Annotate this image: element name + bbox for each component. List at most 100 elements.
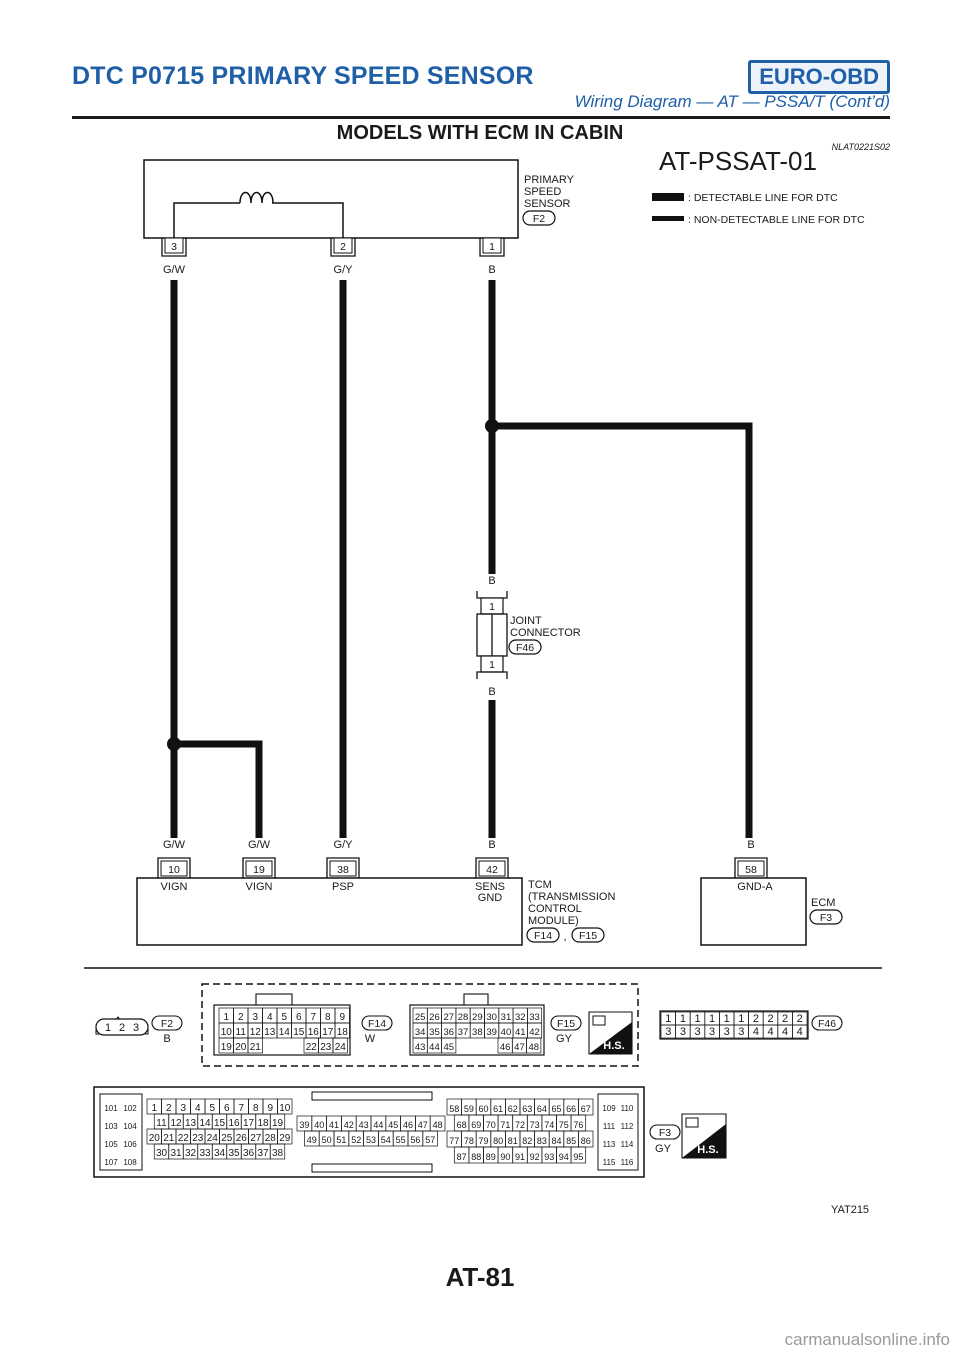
wire-g-w-branch (174, 740, 263, 838)
connector-pin-number: 20 (235, 1042, 247, 1053)
connector-pin-number: 22 (306, 1042, 318, 1053)
connector-pin-number: 88 (471, 1152, 481, 1162)
tcm-pin: 42 (486, 864, 498, 876)
wire-b-ecm-ground (492, 422, 753, 838)
joint-pin-bottom: 1 (489, 659, 495, 671)
connector-pin-number: 27 (250, 1133, 262, 1144)
connector-pin-number: 108 (123, 1158, 137, 1167)
sensor-pin-1: 1 (489, 241, 495, 253)
svg-text:F2: F2 (161, 1018, 173, 1030)
connector-pin-number: 11 (156, 1118, 167, 1129)
connector-pin-number: 19 (221, 1042, 233, 1053)
connector-pin-number: 25 (221, 1133, 233, 1144)
wire-color-label: B (488, 264, 495, 276)
connector-pin-number: 21 (250, 1042, 262, 1053)
connector-pin-number: 107 (104, 1158, 118, 1167)
connector-pin-number: 47 (514, 1042, 525, 1053)
connector-pin-number: 62 (508, 1104, 518, 1114)
connector-pin-number: 39 (486, 1027, 497, 1038)
connector-pin-number: 38 (272, 1148, 284, 1159)
connector-pin-number: 42 (529, 1027, 540, 1038)
tcm-label-line-4: MODULE) (528, 915, 579, 927)
connector-pin-number: 61 (493, 1104, 503, 1114)
connector-pin-number: 50 (322, 1135, 332, 1145)
tcm-terminal-label: VIGN (246, 881, 273, 893)
connector-pin-number: 68 (457, 1120, 467, 1130)
header-rule (72, 116, 890, 119)
hs-badge-label: H.S. (603, 1040, 624, 1052)
wires (170, 280, 753, 838)
ecm-module: B 58 GND-A ECM F3 (700, 839, 843, 946)
connector-pin-number: 69 (471, 1120, 481, 1130)
connector-pin-number: 3 (252, 1012, 258, 1023)
connector-pin-number: 43 (359, 1120, 369, 1130)
connector-pin-number: 46 (403, 1120, 413, 1130)
connector-pin-number: 75 (559, 1120, 569, 1130)
tcm-pin: 19 (253, 864, 265, 876)
legend-detectable-line (652, 193, 684, 201)
connector-pin-number: 84 (551, 1136, 561, 1146)
connector-pin-number: 55 (396, 1135, 406, 1145)
connector-pin-number: 32 (185, 1148, 197, 1159)
harness-side-badge: H.S. (588, 1011, 633, 1055)
connector-pin-number: 17 (243, 1118, 255, 1129)
sensor-pin-2: 2 (340, 241, 346, 253)
connector-pin-number: 12 (170, 1118, 182, 1129)
ecm-connector-label: F3 (820, 912, 832, 924)
tcm-pin: 38 (337, 864, 349, 876)
connector-pin-number: 14 (199, 1118, 211, 1129)
connector-pin-number: 29 (279, 1133, 291, 1144)
diagram-id: AT-PSSAT-01 (659, 146, 817, 176)
connector-pin-number: 28 (265, 1133, 277, 1144)
euro-obd-badge: EURO-OBD (748, 60, 890, 94)
connector-pin-number: 60 (478, 1104, 488, 1114)
connector-pin-number: 3 (694, 1026, 700, 1038)
svg-text:3: 3 (133, 1022, 139, 1034)
connector-pin-number: 1 (223, 1012, 229, 1023)
connector-pin-number: 20 (149, 1133, 161, 1144)
connector-pin-number: 10 (221, 1027, 233, 1038)
connector-pin-number: 114 (621, 1140, 634, 1149)
connector-pin-number: 1 (738, 1013, 744, 1025)
legend-nondetectable-label: : NON-DETECTABLE LINE FOR DTC (688, 214, 865, 226)
connector-pin-number: 37 (257, 1148, 269, 1159)
connector-pin-number: 64 (537, 1104, 547, 1114)
connector-pin-number: 24 (207, 1133, 219, 1144)
connector-pin-number: 33 (199, 1148, 211, 1159)
wire-color-label: G/W (163, 839, 186, 851)
connector-pin-number: 15 (293, 1027, 305, 1038)
connector-pin-number: 32 (515, 1012, 526, 1023)
svg-text:GY: GY (655, 1143, 672, 1155)
harness-side-badge: H.S. (681, 1113, 727, 1159)
connector-pin-number: 25 (415, 1012, 426, 1023)
ecm-pin: 58 (745, 864, 757, 876)
connector-pin-number: 7 (238, 1103, 244, 1114)
connector-pin-number: 43 (415, 1042, 426, 1053)
tcm-terminal-label: PSP (332, 881, 354, 893)
connector-pin-number: 18 (257, 1118, 269, 1129)
page-title: DTC P0715 PRIMARY SPEED SENSOR (72, 62, 534, 90)
connector-pin-number: 73 (530, 1120, 540, 1130)
connector-pin-number: 16 (308, 1027, 320, 1038)
connector-pin-number: 1 (724, 1013, 730, 1025)
connector-pin-number: 13 (264, 1027, 276, 1038)
connector-pin-number: 8 (253, 1103, 259, 1114)
connector-pin-number: 11 (236, 1027, 247, 1038)
connector-pin-number: 13 (185, 1118, 197, 1129)
wire-color-label: G/Y (334, 264, 354, 276)
connector-pin-number: 49 (307, 1135, 317, 1145)
connector-pin-number: 5 (209, 1103, 215, 1114)
connector-pin-number: 21 (163, 1133, 175, 1144)
connector-pin-number: 106 (123, 1140, 137, 1149)
connector-pin-number: 1 (694, 1013, 700, 1025)
connector-pin-number: 39 (299, 1120, 309, 1130)
connector-pin-number: 103 (104, 1122, 118, 1131)
connector-pin-number: 76 (573, 1120, 583, 1130)
connector-pin-number: 26 (429, 1012, 440, 1023)
wire-color-label: G/Y (334, 839, 354, 851)
primary-speed-sensor: PRIMARY SPEED SENSOR F2 3 2 1 G/W G/Y B (143, 159, 575, 276)
connector-pin-number: 65 (551, 1104, 561, 1114)
connector-pin-number: 52 (351, 1135, 361, 1145)
